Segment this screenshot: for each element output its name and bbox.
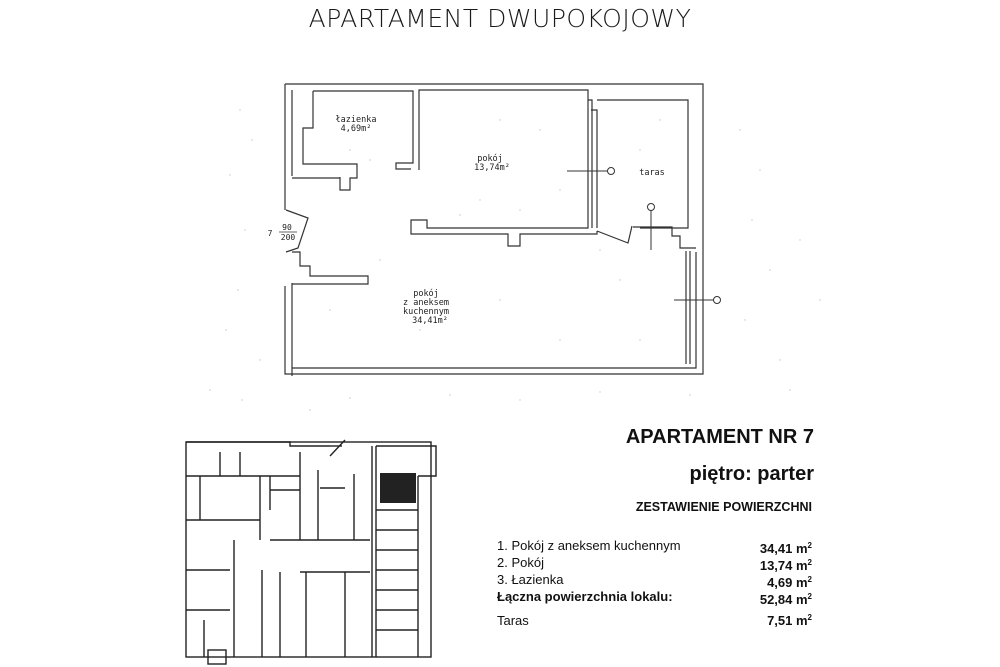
room-label-main-1: pokój — [413, 288, 439, 299]
room-labels: łazienka 4,69m² pokój 13,74m² taras pokó… — [336, 115, 665, 326]
floor-label: piętro: parter — [689, 463, 814, 485]
window-symbols — [567, 167, 721, 304]
area-total-row: Łączna powierzchnia lokalu: 52,84 m2 — [497, 590, 812, 607]
building-key-plan — [185, 439, 437, 665]
door-width: 90 — [282, 223, 292, 232]
document-title: APARTAMENT DWUPOKOJOWY — [308, 4, 692, 33]
terrace-label: Taras — [497, 613, 529, 628]
area-value: 34,41 m2 — [759, 541, 812, 556]
room-label-taras: taras — [639, 168, 665, 178]
area-row: 1. Pokój z aneksem kuchennym 34,41 m2 — [497, 539, 812, 556]
apartment-title: APARTAMENT NR 7 — [625, 426, 814, 448]
area-label: 2. Pokój — [497, 555, 544, 570]
apartment-highlight — [380, 473, 416, 503]
room-area-lazienka: 4,69m² — [341, 124, 372, 134]
door-label: 7 90 200 — [268, 223, 297, 242]
room-label-main-3: kuchennym — [403, 307, 449, 317]
area-label: 3. Łazienka — [497, 572, 564, 587]
area-row: 3. Łazienka 4,69 m2 — [497, 573, 812, 590]
area-value: 13,74 m2 — [759, 558, 812, 573]
area-summary-table: 1. Pokój z aneksem kuchennym 34,41 m2 2.… — [497, 539, 812, 607]
terrace-value: 7,51 m2 — [767, 613, 812, 628]
room-area-pokoj: 13,74m² — [474, 163, 510, 173]
walls — [284, 83, 704, 376]
area-total-label: Łączna powierzchnia lokalu: — [497, 589, 673, 604]
area-summary-heading: ZESTAWIENIE POWIERZCHNI — [635, 500, 812, 514]
area-value: 4,69 m2 — [767, 575, 812, 590]
hatch-texture — [209, 109, 821, 411]
room-label-lazienka: łazienka — [336, 115, 377, 125]
area-total-value: 52,84 m2 — [759, 592, 812, 607]
area-row: 2. Pokój 13,74 m2 — [497, 556, 812, 573]
room-area-main: 34,41m² — [412, 316, 448, 326]
room-label-main-2: z aneksem — [403, 298, 449, 308]
door-number: 7 — [268, 229, 273, 238]
area-label: 1. Pokój z aneksem kuchennym — [497, 538, 681, 553]
door-height: 200 — [281, 233, 296, 242]
terrace-row: Taras 7,51 m2 — [497, 613, 812, 628]
room-label-pokoj: pokój — [477, 153, 503, 164]
